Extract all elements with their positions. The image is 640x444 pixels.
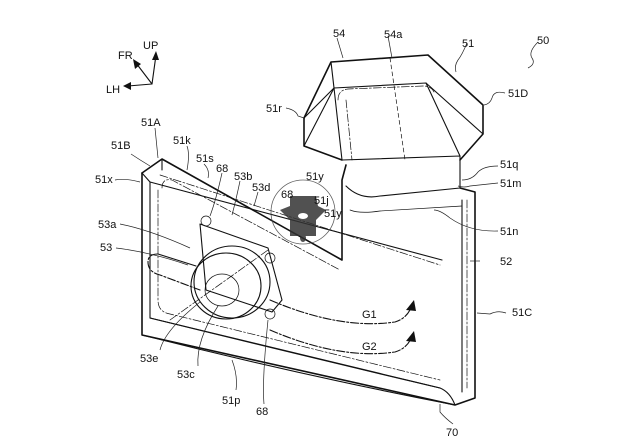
label-51j: 51j <box>314 195 329 207</box>
label-51n: 51n <box>500 226 518 238</box>
label-51D: 51D <box>508 88 528 100</box>
label-front: FR <box>118 50 133 62</box>
label-51m: 51m <box>500 178 521 190</box>
label-68-bottom: 68 <box>256 406 268 418</box>
label-51: 51 <box>462 38 474 50</box>
flow-g1-arrowhead-icon <box>406 300 416 311</box>
label-53b: 53b <box>234 171 252 183</box>
label-G2: G2 <box>362 341 377 353</box>
leader-lines <box>114 35 539 425</box>
screw-mid-icon <box>264 252 276 264</box>
front-arrowhead-icon <box>133 59 141 69</box>
fan-unit <box>147 215 283 321</box>
flow-arrow-g2 <box>269 329 413 355</box>
label-70: 70 <box>446 427 458 439</box>
label-54: 54 <box>333 28 345 40</box>
label-54a: 54a <box>384 29 403 41</box>
watermark-logo-icon <box>270 179 336 245</box>
label-53: 53 <box>100 242 112 254</box>
label-53e: 53e <box>140 353 158 365</box>
airflow-arrows <box>269 299 416 355</box>
label-51y-upper: 51y <box>306 171 324 183</box>
label-51B: 51B <box>111 140 131 152</box>
label-51p: 51p <box>222 395 240 407</box>
label-68-inset: 68 <box>281 189 293 201</box>
upper-duct <box>303 54 484 189</box>
flow-arrow-g1 <box>269 299 413 325</box>
label-52: 52 <box>500 256 512 268</box>
label-51r: 51r <box>266 103 282 115</box>
label-up: UP <box>143 40 158 52</box>
front-arrow <box>135 62 153 85</box>
label-G1: G1 <box>362 309 377 321</box>
label-51k: 51k <box>173 135 191 147</box>
label-50: 50 <box>537 35 549 47</box>
reference-labels: 50 54 54a 51 51D 51r 51q 51m 51n 52 51C … <box>95 28 549 439</box>
label-51x: 51x <box>95 174 113 186</box>
lower-duct-body <box>141 158 476 406</box>
label-53d: 53d <box>252 182 270 194</box>
label-left: LH <box>106 84 120 96</box>
orientation-indicator: UP FR LH <box>106 40 159 96</box>
label-51y-lower: 51y <box>324 208 342 220</box>
label-51q: 51q <box>500 159 518 171</box>
label-51s: 51s <box>196 153 214 165</box>
label-53c: 53c <box>177 369 195 381</box>
left-arrow <box>127 83 153 87</box>
label-68-top: 68 <box>216 163 228 175</box>
screw-bottom-icon <box>264 308 276 320</box>
flow-g2-arrowhead-icon <box>406 331 416 342</box>
label-53a: 53a <box>98 219 117 231</box>
label-51A: 51A <box>141 117 161 129</box>
up-arrowhead-icon <box>152 51 159 60</box>
left-arrowhead-icon <box>123 82 131 90</box>
screw-top-icon <box>200 215 212 227</box>
label-51C: 51C <box>512 307 532 319</box>
